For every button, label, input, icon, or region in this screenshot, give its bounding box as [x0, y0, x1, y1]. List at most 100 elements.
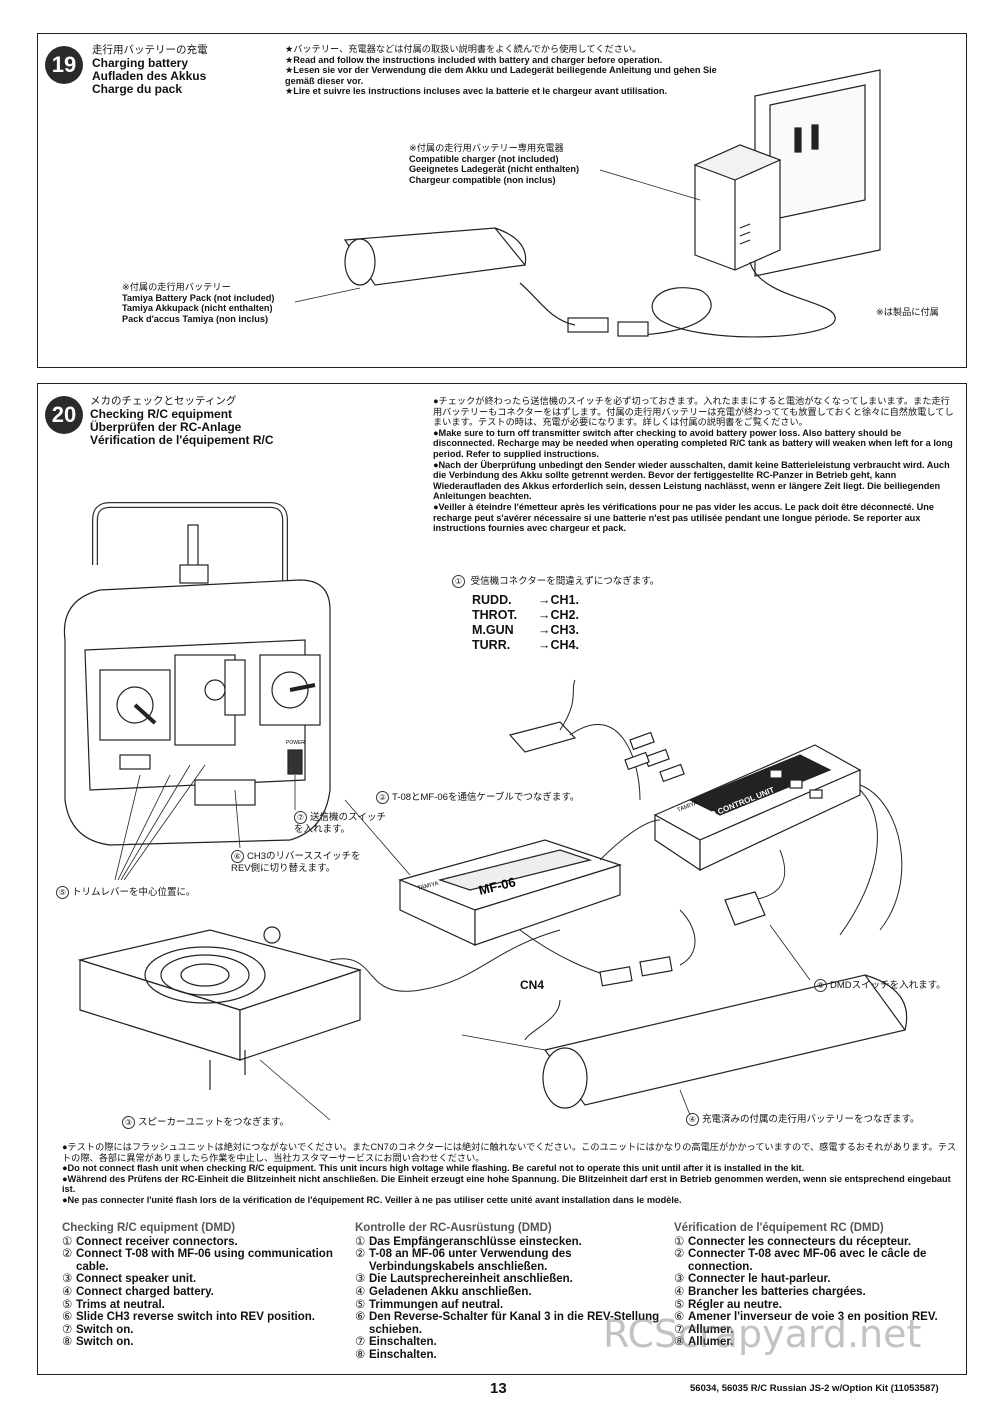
callout-3-marker: ③ — [122, 1116, 135, 1129]
list-item-text: Trimmungen auf neutral. — [369, 1298, 504, 1311]
list-item-number: ⑦ — [355, 1336, 366, 1349]
warning-de: ●Während des Prüfens der RC-Einheit die … — [62, 1173, 951, 1195]
step-20-title: メカのチェックとセッティング Checking R/C equipment Üb… — [90, 395, 274, 447]
step-20-title-en: Checking R/C equipment — [90, 407, 233, 421]
list-item-number: ⑤ — [674, 1298, 685, 1311]
step-20-note-de: ●Nach der Überprüfung unbedingt den Send… — [433, 459, 950, 502]
list-item-number: ② — [355, 1248, 366, 1261]
callout-4-marker: ④ — [686, 1113, 699, 1126]
callout-2-text: T-08とMF-06を通信ケーブルでつなぎます。 — [392, 792, 580, 804]
callout-6-marker: ⑥ — [231, 850, 244, 863]
step-19-title-fr: Charge du pack — [92, 82, 183, 96]
list-item-text: Connecter T-08 avec MF-06 avec le câcle … — [688, 1248, 927, 1273]
column-heading: Vérification de l'équipement RC (DMD) — [674, 1222, 884, 1234]
callout-5-text: トリムレバーを中心位置に。 — [72, 887, 196, 899]
channel-to: →CH1. — [538, 593, 579, 607]
list-item-text: Allumer. — [688, 1323, 734, 1336]
list-item-number: ① — [62, 1235, 73, 1248]
step-20-note-jp: ●チェックが終わったら送信機のスイッチを必ず切っておきます。入れたままにすると電… — [433, 396, 954, 428]
callout-1: ① 受信機コネクターを間違えずにつなぎます。 — [452, 575, 659, 588]
list-item-text: Einschalten. — [369, 1336, 437, 1349]
list-item-number: ⑤ — [62, 1298, 73, 1311]
channel-to: →CH3. — [538, 623, 579, 637]
list-item-number: ⑥ — [674, 1311, 685, 1324]
list-item-number: ⑥ — [62, 1311, 73, 1324]
warning-jp: ●テストの際にはフラッシュユニットは絶対につながないでください。またCN7のコネ… — [62, 1142, 957, 1163]
list-item-number: ⑦ — [62, 1323, 73, 1336]
callout-4-text: 充電済みの付属の走行用バッテリーをつなぎます。 — [702, 1114, 920, 1126]
channel-to: →CH4. — [538, 638, 579, 652]
list-item-text: Switch on. — [76, 1323, 134, 1336]
list-item-text: Amener l'inverseur de voie 3 en position… — [688, 1311, 938, 1324]
channel-from: THROT. — [472, 608, 518, 622]
list-item-text: Switch on. — [76, 1336, 134, 1349]
charger-label: ※付属の走行用バッテリー専用充電器 Compatible charger (no… — [409, 143, 579, 185]
channel-map-row: RUDD.→CH1. — [472, 593, 579, 608]
included-note: ※は製品に付属 — [876, 307, 939, 317]
warning-en: ●Do not connect flash unit when checking… — [62, 1163, 805, 1174]
list-item-number: ③ — [355, 1273, 366, 1286]
list-item-number: ③ — [62, 1273, 73, 1286]
list-item-text: Den Reverse-Schalter für Kanal 3 in die … — [369, 1311, 660, 1336]
battery-label-en: Tamiya Battery Pack (not included) — [122, 292, 275, 303]
list-item-text: Einschalten. — [369, 1348, 437, 1361]
list-item-text: Geladenen Akku anschließen. — [369, 1285, 532, 1298]
flash-warnings: ●テストの際にはフラッシュユニットは絶対につながないでください。またCN7のコネ… — [62, 1142, 957, 1206]
callout-1-text: 受信機コネクターを間違えずにつなぎます。 — [470, 576, 660, 588]
step-19-title-jp: 走行用バッテリーの充電 — [92, 44, 208, 56]
list-item-text: Die Lautsprechereinheit anschließen. — [369, 1273, 573, 1286]
step-20-title-jp: メカのチェックとセッティング — [90, 395, 237, 407]
step-19-title: 走行用バッテリーの充電 Charging battery Aufladen de… — [92, 44, 208, 96]
list-item-text: Connect T-08 with MF-06 using communicat… — [76, 1248, 333, 1273]
page-number: 13 — [490, 1380, 507, 1397]
step-19-note-en: ★Read and follow the instructions includ… — [285, 54, 663, 65]
list-item-number: ③ — [674, 1273, 685, 1286]
list-item-number: ⑥ — [355, 1311, 366, 1324]
cn4-label: CN4 — [520, 978, 545, 992]
battery-label: ※付属の走行用バッテリー Tamiya Battery Pack (not in… — [122, 282, 274, 324]
list-item-number: ⑦ — [674, 1323, 685, 1336]
list-item-number: ⑤ — [355, 1298, 366, 1311]
list-item-number: ④ — [674, 1285, 685, 1298]
callout-5-marker: ⑤ — [56, 886, 69, 899]
charger-label-jp: ※付属の走行用バッテリー専用充電器 — [409, 143, 564, 153]
list-item-text: T-08 an MF-06 unter Verwendung des Verbi… — [369, 1248, 572, 1273]
callout-7-marker: ⑦ — [294, 811, 307, 824]
battery-label-de: Tamiya Akkupack (nicht enthalten) — [122, 303, 273, 313]
list-item-text: Connect receiver connectors. — [76, 1235, 238, 1248]
step-20-note-en: ●Make sure to turn off transmitter switc… — [433, 427, 953, 459]
list-item-number: ⑧ — [62, 1336, 73, 1349]
list-item-number: ④ — [355, 1285, 366, 1298]
list-item-number: ① — [674, 1235, 685, 1248]
callout-2-marker: ② — [376, 791, 389, 804]
channel-map-row: TURR.→CH4. — [472, 638, 579, 653]
list-item-text: Connect charged battery. — [76, 1285, 214, 1298]
list-item-text: Das Empfängeranschlüsse einstecken. — [369, 1235, 582, 1248]
channel-to: →CH2. — [538, 608, 579, 622]
battery-label-jp: ※付属の走行用バッテリー — [122, 282, 231, 292]
list-item-text: Connect speaker unit. — [76, 1273, 197, 1286]
callout-1-marker: ① — [452, 575, 465, 588]
